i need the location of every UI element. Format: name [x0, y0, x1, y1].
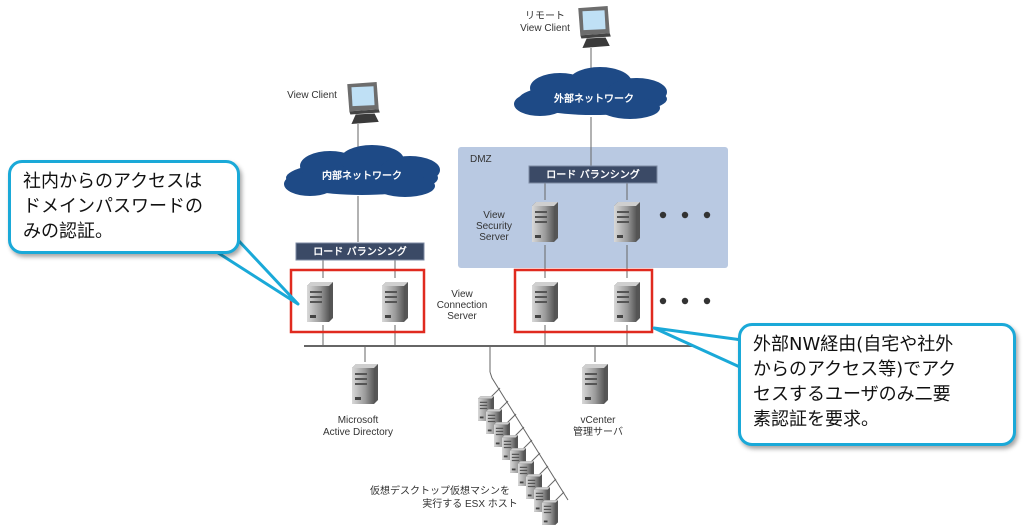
internal-network-label: 内部ネットワーク	[322, 169, 402, 182]
callout-right-line-1: 外部NW経由(自宅や社外	[753, 334, 954, 355]
network-lines	[304, 48, 742, 501]
view-client-monitor-icon	[347, 82, 380, 124]
remote-client-label-2: View Client	[520, 23, 570, 34]
callout-right-line-2: からのアクセス等)でアク	[753, 359, 957, 380]
connection-server-label-3: Server	[447, 311, 477, 322]
view-client-label: View Client	[287, 90, 337, 101]
load-balancer-internal	[295, 242, 425, 261]
security-server-icon-1	[532, 202, 558, 242]
callout-left-line-1: 社内からのアクセスは	[23, 171, 203, 192]
external-network-cloud-icon	[514, 67, 667, 119]
vcenter-server-icon	[582, 364, 608, 404]
active-directory-server-icon	[352, 364, 378, 404]
vcenter-label-2: 管理サーバ	[573, 425, 623, 438]
load-balancer-dmz	[528, 165, 658, 184]
remote-client-monitor-icon	[578, 6, 611, 48]
highlight-box-external	[513, 268, 654, 334]
security-server-ellipsis-icon	[659, 211, 711, 219]
connection-server-icon-3	[532, 282, 558, 322]
callout-right-line-4: 素認証を要求。	[753, 409, 879, 430]
security-server-icon-2	[614, 202, 640, 242]
dmz-label: DMZ	[470, 154, 492, 165]
connection-server-ellipsis-icon	[659, 297, 711, 305]
connection-server-label-2: Connection	[437, 300, 488, 311]
callout-right: 外部NW経由(自宅や社外 からのアクセス等)でアク セスするユーザのみ二要 素認…	[738, 323, 1016, 446]
active-directory-label-2: Active Directory	[323, 427, 393, 438]
security-server-label-3: Server	[479, 232, 509, 243]
connection-server-icon-2	[382, 282, 408, 322]
esx-hosts-label-2: 実行する ESX ホスト	[422, 497, 518, 510]
dmz-zone	[458, 147, 728, 268]
security-server-label-2: Security	[476, 221, 512, 232]
internal-network-cloud-icon	[284, 145, 440, 197]
callout-left-line-3: みの認証。	[23, 221, 113, 242]
callout-right-pointer	[652, 326, 744, 370]
connection-server-label-1: View	[451, 289, 473, 300]
callout-left-line-2: ドメインパスワードの	[23, 196, 203, 217]
esx-host-stack	[478, 387, 565, 525]
callout-right-line-3: セスするユーザのみ二要	[753, 384, 951, 405]
load-balancer-dmz-label: ロード バランシング	[546, 168, 639, 181]
active-directory-label-1: Microsoft	[338, 415, 379, 426]
connection-server-icon-1	[307, 282, 333, 322]
load-balancer-internal-label: ロード バランシング	[313, 245, 406, 258]
callout-left: 社内からのアクセスは ドメインパスワードの みの認証。	[8, 160, 240, 254]
esx-host-icon-9	[542, 500, 558, 525]
esx-hosts-label-1: 仮想デスクトップ仮想マシンを	[370, 484, 510, 497]
remote-client-label-1: リモート	[525, 11, 565, 22]
vcenter-label-1: vCenter	[580, 415, 616, 426]
connection-server-icon-4	[614, 282, 640, 322]
external-network-label: 外部ネットワーク	[553, 92, 634, 105]
security-server-label-1: View	[483, 210, 505, 221]
